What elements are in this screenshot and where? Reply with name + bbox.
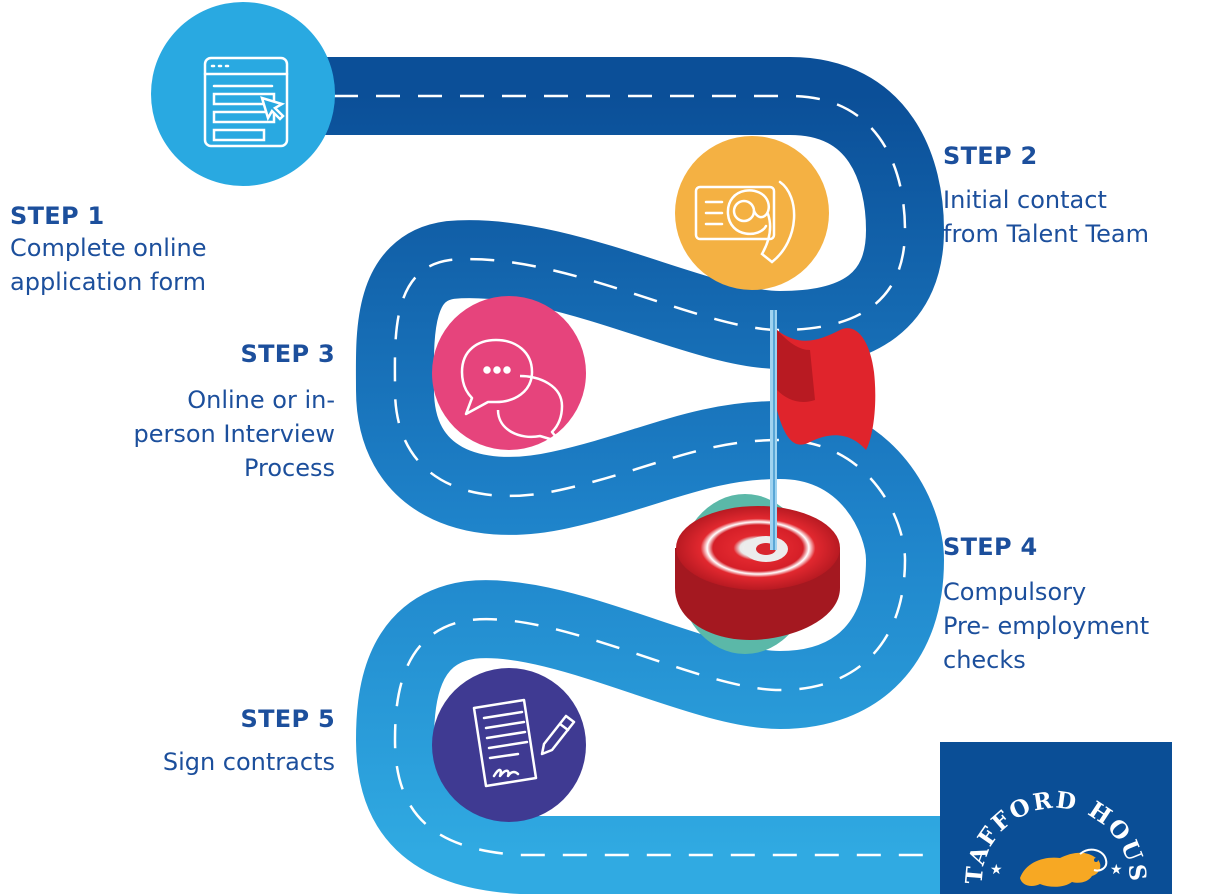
step-3-desc-line-2: person Interview (133, 420, 336, 448)
web-form-icon (203, 56, 289, 148)
road (250, 57, 1000, 894)
logo-emblem: STAFFORD HOUSE ★ ★ (940, 742, 1149, 887)
step-3-desc-line-1: Online or in- (187, 386, 335, 414)
lion-emblem (1020, 848, 1108, 887)
step-5-icon-circle (432, 668, 586, 822)
step-4-desc-line-2: Pre- employment (943, 612, 1150, 640)
step-5-desc-line-1: Sign contracts (162, 748, 335, 776)
step-1-desc-line-1: Complete online (10, 234, 207, 262)
left-star-icon: ★ (990, 862, 1003, 878)
target-flag-icon (675, 310, 876, 654)
step-4-desc-line-3: checks (943, 646, 1026, 674)
step-2-desc-line-1: Initial contact (943, 186, 1107, 214)
step-3-title: STEP 3 (240, 340, 335, 368)
step-5-title: STEP 5 (240, 705, 335, 733)
step-2-title: STEP 2 (943, 142, 1038, 170)
contract-signing-icon (472, 698, 576, 788)
step-4-title: STEP 4 (943, 533, 1038, 561)
email-phone-icon (694, 180, 796, 264)
step-1-desc-line-2: application form (10, 268, 206, 296)
step-2-desc-line-2: from Talent Team (943, 220, 1149, 248)
step-3-desc-line-3: Process (243, 454, 335, 482)
step-1-icon-circle (151, 2, 335, 186)
chat-bubbles-icon (460, 338, 564, 444)
step-4-target (675, 310, 876, 654)
step-4-desc-line-1: Compulsory (943, 578, 1087, 606)
stafford-house-logo: STAFFORD HOUSE ★ ★ (940, 742, 1172, 894)
right-star-icon: ★ (1110, 862, 1123, 878)
step-3-icon-circle (432, 296, 586, 450)
step-2-icon-circle (675, 136, 829, 290)
step-1-title: STEP 1 (10, 202, 105, 230)
